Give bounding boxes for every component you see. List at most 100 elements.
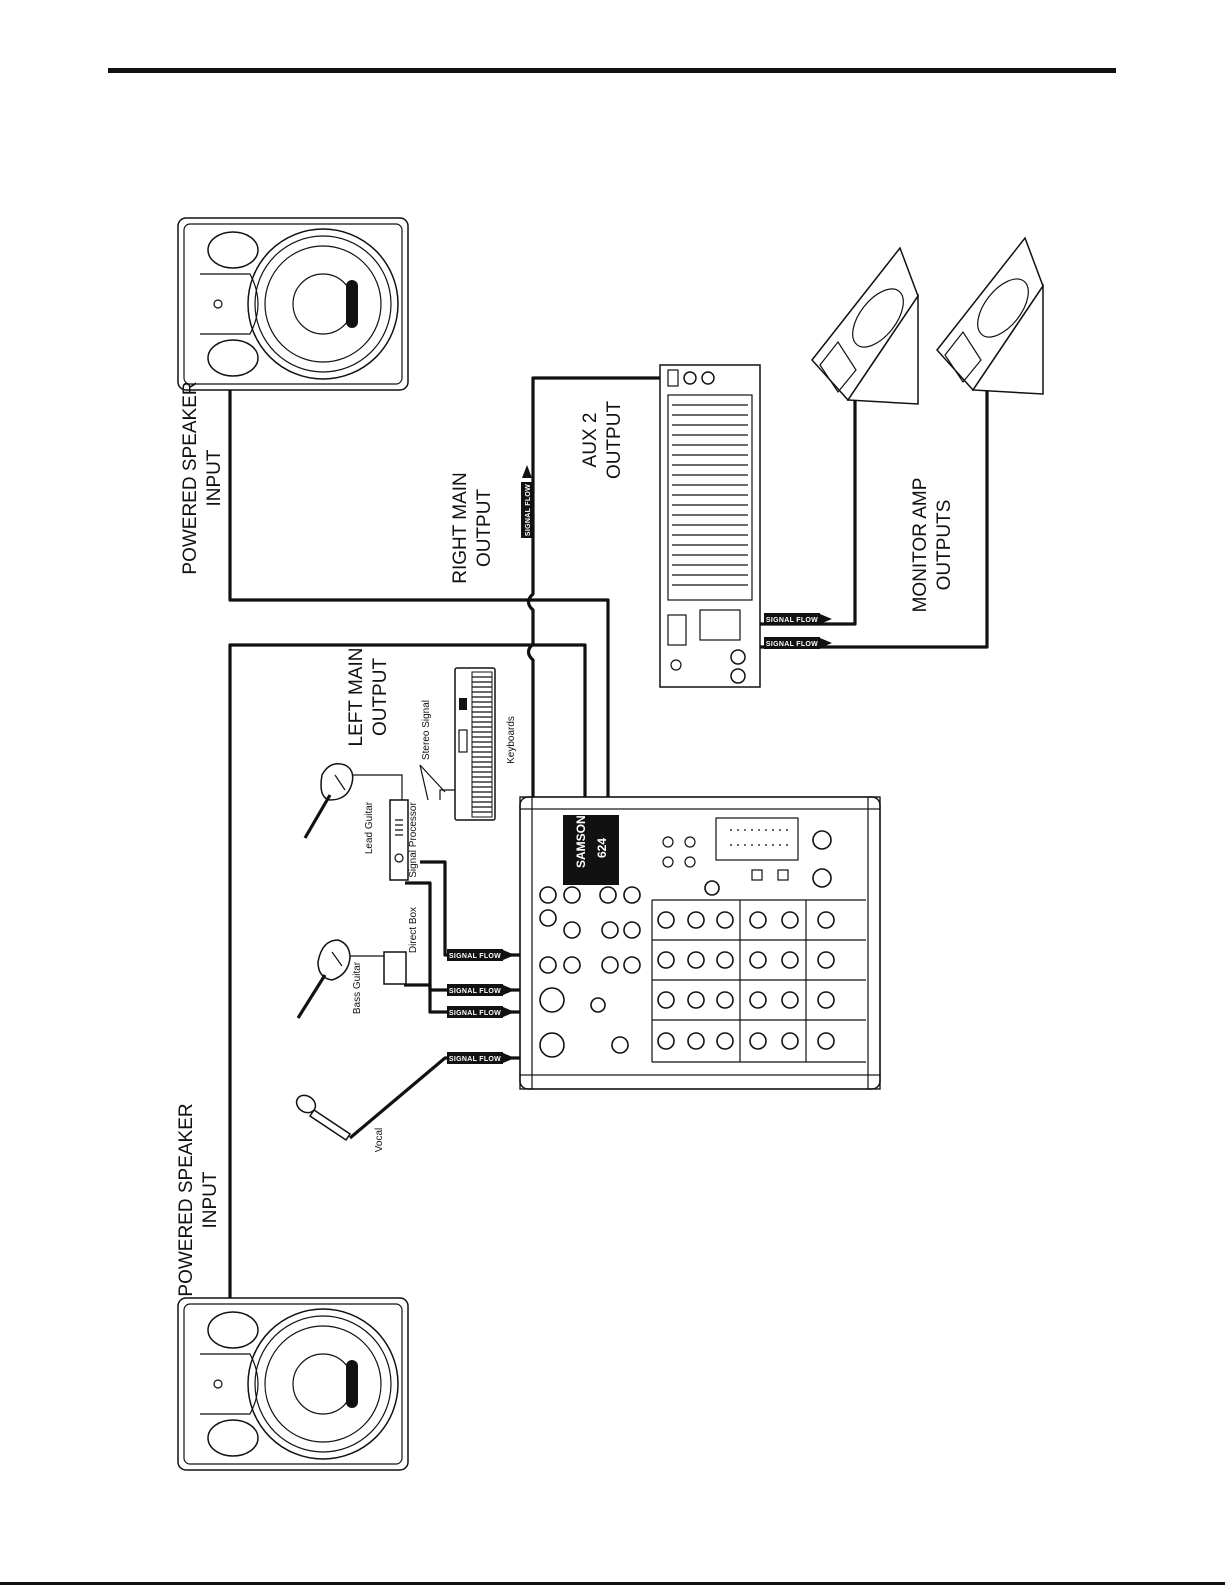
guitar-body (321, 764, 353, 800)
mixer-brand-plate (563, 815, 619, 885)
label-monitor-amp-outputs: MONITOR AMP OUTPUTS (910, 478, 955, 613)
bass-body (318, 940, 350, 980)
samson-624-mixer: SAMSON 624 (520, 797, 880, 1089)
cable-vocal (350, 1058, 548, 1138)
mixer-jack (540, 957, 556, 973)
channel-knob (658, 992, 674, 1008)
mixer-jack (564, 922, 580, 938)
channel-knob (818, 912, 834, 928)
label-signal-processor: Signal Processor (408, 802, 419, 878)
powered-speaker-top (178, 218, 408, 390)
label-stereo-signal: Stereo Signal (421, 700, 432, 760)
signal-processor (390, 800, 408, 880)
channel-knob (782, 992, 798, 1008)
processor-body (390, 800, 408, 880)
header-rule (108, 68, 1116, 73)
signal-flow-tag-processor-r: SIGNAL FLOW (447, 949, 503, 961)
mixer-master-knob (813, 869, 831, 887)
label-right-main-output: RIGHT MAIN OUTPUT (450, 472, 495, 584)
channel-knob (818, 952, 834, 968)
speaker-port-bottom (208, 340, 258, 376)
monitor-wedge-2 (937, 238, 1043, 394)
keyboard-keybed (472, 672, 492, 817)
label-line: POWERED SPEAKER (176, 1103, 197, 1296)
signal-flow-tag-monitor-1: SIGNAL FLOW (764, 613, 820, 625)
channel-knob (688, 952, 704, 968)
label-left-main-output: LEFT MAIN OUTPUT (346, 648, 391, 747)
mixer-jack (564, 887, 580, 903)
label-line: OUTPUT (474, 489, 495, 568)
label-bass-guitar: Bass Guitar (352, 961, 363, 1014)
label-line: MONITOR AMP (910, 478, 931, 613)
signal-flow-tag-text: SIGNAL FLOW (449, 1010, 501, 1017)
speaker-logo-badge (346, 280, 358, 328)
channel-knob (818, 992, 834, 1008)
signal-flow-tag-text: SIGNAL FLOW (766, 617, 818, 624)
label-keyboards: Keyboards (506, 716, 517, 764)
label-line: OUTPUT (370, 658, 391, 737)
mixer-phones-knob (705, 881, 719, 895)
bass-neck (298, 975, 325, 1018)
signal-flow-arrow (503, 1053, 515, 1063)
channel-knob (717, 912, 733, 928)
keyboard-synth (455, 668, 495, 820)
monitor-wedge-1 (812, 248, 918, 404)
mixer-jack (624, 922, 640, 938)
channel-knob (750, 912, 766, 928)
label-line: AUX 2 (580, 413, 601, 468)
mixer-main-left-jack (624, 887, 640, 903)
amp-input-jack-2 (702, 372, 714, 384)
channel-knob (717, 952, 733, 968)
signal-flow-tag-monitor-2: SIGNAL FLOW (764, 637, 820, 649)
signal-flow-arrow (503, 950, 515, 960)
channel-knob (782, 1033, 798, 1049)
channel-knob (658, 912, 674, 928)
channel-knob (688, 912, 704, 928)
channel-knob (658, 952, 674, 968)
keyboard-buttons (459, 698, 467, 710)
mixer-xlr-input (540, 1033, 564, 1057)
mixer-jack (624, 957, 640, 973)
mixer-xlr-input (540, 988, 564, 1012)
label-line: RIGHT MAIN (450, 472, 471, 584)
mixer-aux-send-jack (540, 910, 556, 926)
signal-flow-tag-processor-l: SIGNAL FLOW (447, 984, 503, 996)
label-vocal: Vocal (374, 1128, 385, 1152)
channel-knob (658, 1033, 674, 1049)
signal-flow-tag-text: SIGNAL FLOW (449, 953, 501, 960)
mixer-jack (602, 922, 618, 938)
channel-knob (782, 952, 798, 968)
direct-box (384, 952, 406, 984)
channel-knob (750, 952, 766, 968)
stereo-signal-leader-2 (420, 765, 445, 792)
channel-knob (750, 992, 766, 1008)
signal-flow-tag-aux: SIGNAL FLOW (521, 482, 533, 538)
stereo-signal-leader-1 (420, 765, 428, 800)
signal-flow-tag-text: SIGNAL FLOW (449, 988, 501, 995)
speaker-woofer-ring (248, 1309, 398, 1459)
mixer-jack (540, 887, 556, 903)
signal-flow-arrow (522, 465, 532, 478)
speaker-port-top (208, 232, 258, 268)
label-powered-speaker-bottom: POWERED SPEAKER INPUT (176, 1103, 221, 1296)
amp-chassis (660, 365, 760, 687)
signal-flow-tag-text: SIGNAL FLOW (766, 641, 818, 648)
label-line: LEFT MAIN (346, 648, 367, 747)
speaker-port-bottom (208, 1420, 258, 1456)
label-lead-guitar: Lead Guitar (364, 801, 375, 854)
monitor-power-amp (660, 365, 760, 687)
speaker-port-top (208, 1312, 258, 1348)
channel-knob (688, 992, 704, 1008)
speaker-logo-badge (346, 1360, 358, 1408)
signal-flow-tag-text: SIGNAL FLOW (449, 1056, 501, 1063)
mixer-jack (564, 957, 580, 973)
signal-flow-tag-text: SIGNAL FLOW (525, 484, 532, 536)
label-line: INPUT (200, 1171, 221, 1228)
bass-guitar (298, 940, 350, 1018)
label-line: INPUT (204, 449, 225, 506)
channel-knob (717, 1033, 733, 1049)
label-aux2-output: AUX 2 OUTPUT (580, 401, 625, 480)
mixer-master-knob (813, 831, 831, 849)
mixer-brand-text: SAMSON (574, 815, 588, 868)
channel-knob (717, 992, 733, 1008)
